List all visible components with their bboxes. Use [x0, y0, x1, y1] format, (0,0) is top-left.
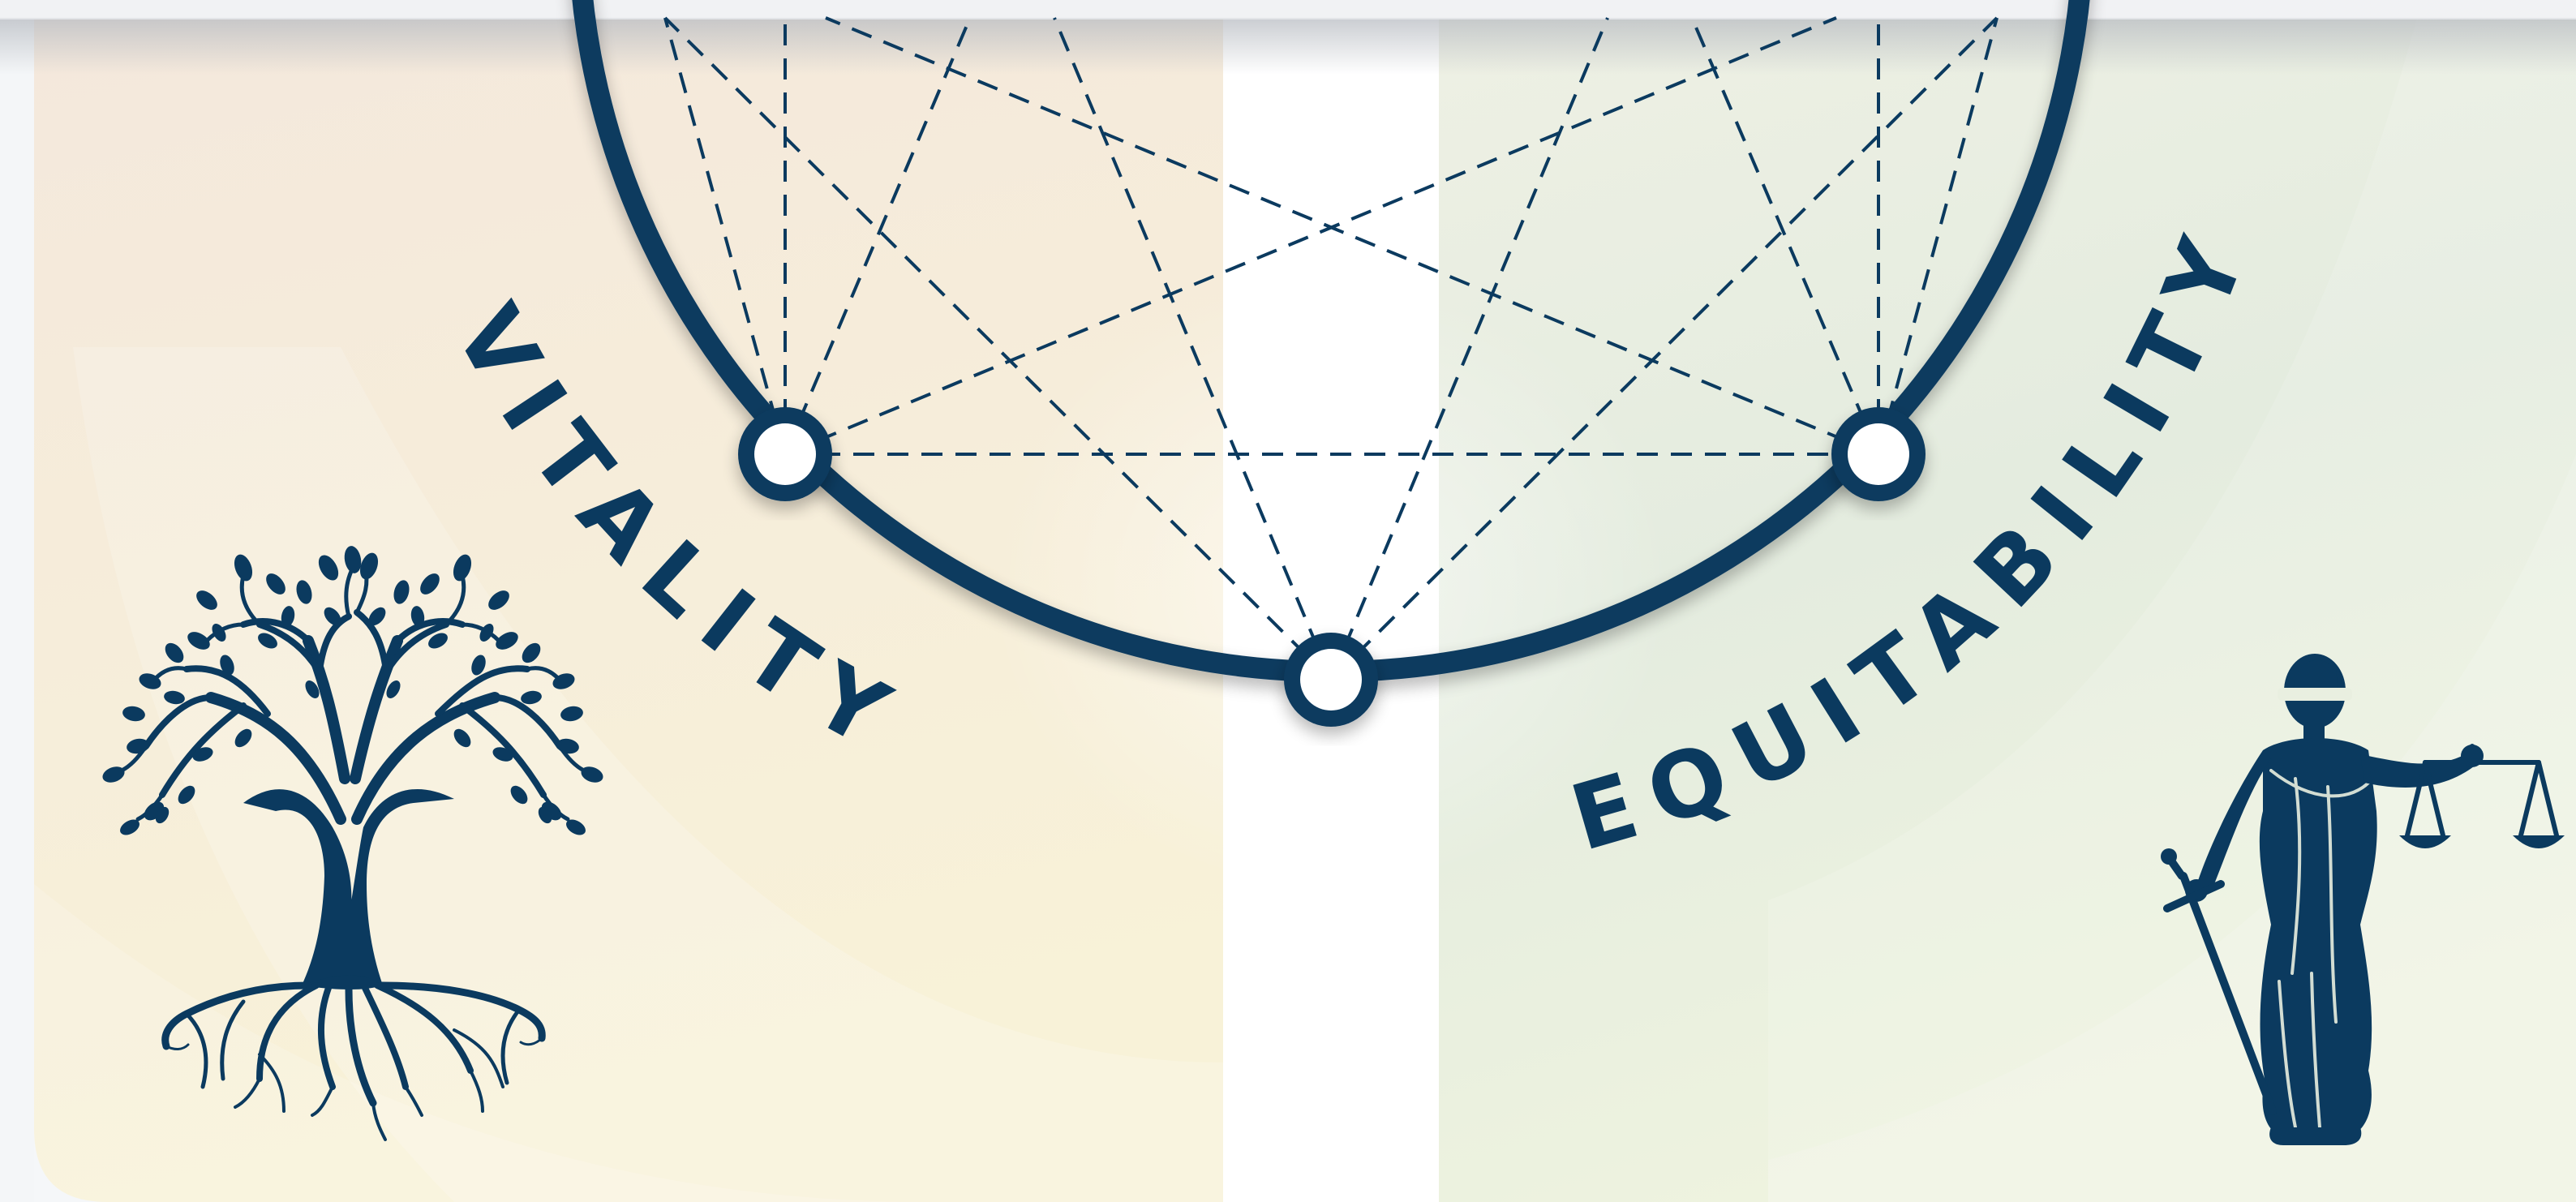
node-left [738, 407, 832, 501]
tree-of-life-icon [102, 546, 603, 1141]
top-shadow [0, 18, 2576, 75]
diagram-nodes [738, 407, 1926, 727]
node-bottom [1284, 633, 1378, 727]
connection-lines [663, 16, 1999, 681]
top-bar [0, 0, 2576, 19]
node-right [1831, 407, 1926, 501]
lady-justice-icon [2161, 654, 2565, 1145]
